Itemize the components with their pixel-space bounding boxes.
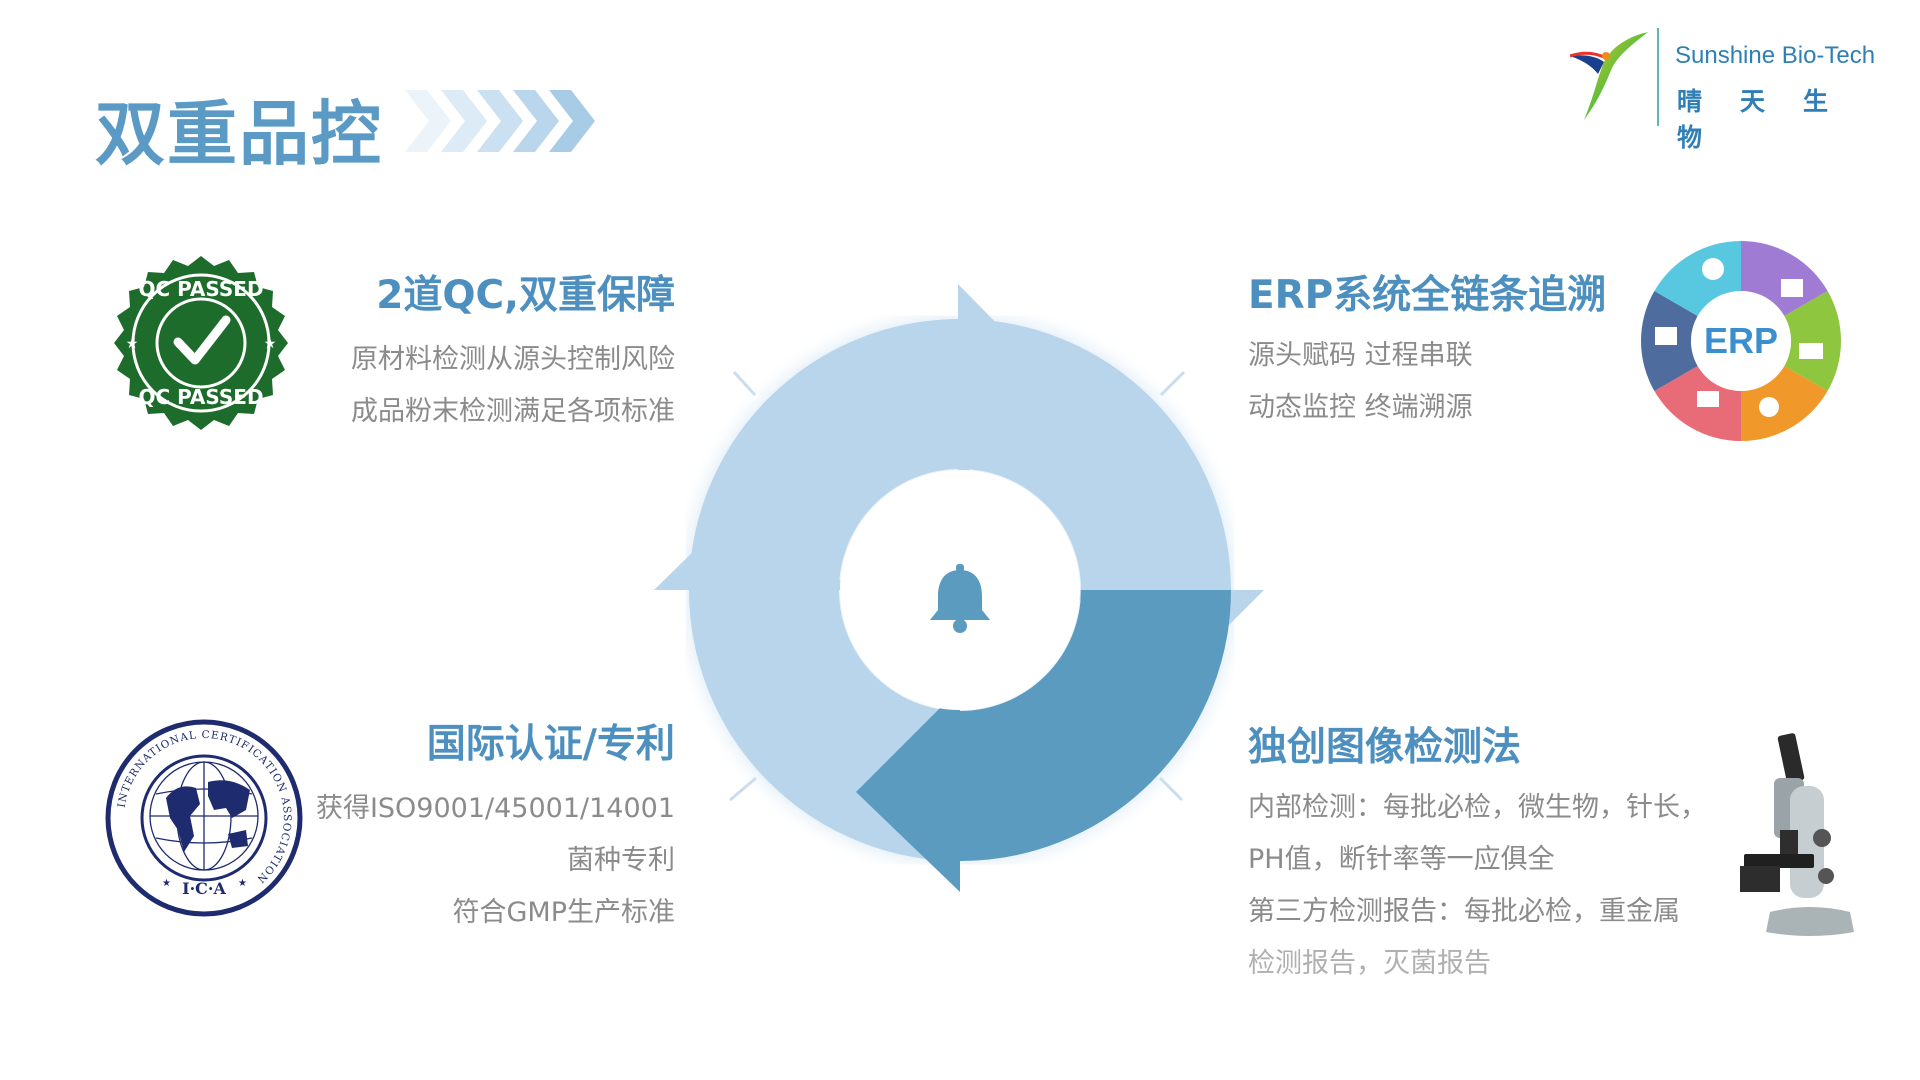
seal-abbreviation: I·C·A [182, 879, 226, 898]
qc-line-2: 成品粉末检测满足各项标准 [351, 396, 675, 427]
svg-text:★: ★ [264, 336, 277, 352]
grid-icon [1781, 279, 1803, 297]
globe-icon [149, 761, 259, 871]
qc-line-1: 原材料检测从源头控制风险 [351, 344, 675, 375]
stamp-text-bottom: QC PASSED [138, 385, 263, 409]
connector-top-left [732, 370, 757, 397]
connector-bottom-right [1158, 776, 1184, 802]
bar-chart-icon [1655, 327, 1677, 345]
qc-heading: 2道QC,双重保障 [376, 273, 675, 318]
microscope [1740, 733, 1854, 936]
erp-line-2: 动态监控 终端溯源 [1248, 392, 1473, 423]
svg-text:★: ★ [126, 336, 139, 352]
mail-icon [1799, 343, 1823, 359]
erp-block: ERP系统全链条追溯 源头赋码 过程串联 动态监控 终端溯源 [1248, 264, 1606, 434]
erp-segment-green [1784, 291, 1841, 391]
svg-text:★: ★ [162, 878, 171, 889]
certification-block: 国际认证/专利 获得ISO9001/45001/14001 菌种专利 符合GMP… [316, 713, 675, 939]
certification-line-3: 符合GMP生产标准 [452, 897, 676, 928]
certification-line-1: 获得ISO9001/45001/14001 [315, 793, 675, 824]
bell-icon [930, 564, 990, 633]
svg-text:★: ★ [238, 878, 247, 889]
qc-passed-stamp: QC PASSED QC PASSED ★ ★ [114, 256, 288, 430]
connector-bottom-left [729, 776, 757, 802]
page-title: 双重品控 [95, 93, 383, 175]
company-name-en: Sunshine Bio-Tech [1675, 42, 1876, 69]
cycle-diagram [654, 284, 1264, 892]
gear-icon [1759, 397, 1779, 417]
chevron-arrows-decoration [405, 90, 595, 152]
image-detection-line-3: 第三方检测报告：每批必检，重金属 [1248, 896, 1680, 927]
image-detection-line-4: 检测报告，灭菌报告 [1248, 948, 1491, 979]
cycle-arrow-bottom [856, 688, 960, 892]
bird-logo-icon [1569, 32, 1648, 120]
image-detection-heading: 独创图像检测法 [1248, 725, 1522, 770]
erp-segment-orange [1741, 366, 1828, 441]
certification-heading: 国际认证/专利 [426, 722, 675, 767]
company-name-cn: 晴天生物 [1677, 87, 1867, 152]
qc-block: 2道QC,双重保障 原材料检测从源头控制风险 成品粉末检测满足各项标准 [351, 264, 675, 438]
checkmark-icon [173, 315, 231, 365]
erp-segment-cyan [1654, 241, 1741, 316]
erp-wheel: ERP [1641, 241, 1841, 441]
erp-heading: ERP系统全链条追溯 [1248, 273, 1607, 318]
cycle-arrow-left [654, 492, 850, 590]
ica-certification-seal: INTERNATIONAL CERTIFICATION ASSOCIATION … [105, 719, 303, 917]
certification-line-2: 菌种专利 [567, 845, 675, 876]
stamp-text: QC PASSED [138, 277, 263, 301]
connector-top-right [1159, 370, 1186, 397]
image-detection-line-2: PH值，断针率等一应俱全 [1248, 844, 1555, 875]
erp-line-1: 源头赋码 过程串联 [1248, 340, 1473, 371]
erp-segment-purple [1741, 241, 1828, 316]
image-detection-block: 独创图像检测法 内部检测：每批必检，微生物，针长， PH值，断针率等一应俱全 第… [1248, 716, 1707, 990]
line-chart-icon [1697, 391, 1719, 407]
erp-label: ERP [1704, 320, 1778, 361]
cycle-dark-segment [958, 588, 1231, 861]
image-detection-line-1: 内部检测：每批必检，微生物，针长， [1248, 792, 1707, 823]
cycle-arrow-top [958, 284, 1060, 480]
logo-divider [1657, 28, 1659, 126]
pie-chart-icon [1702, 258, 1724, 280]
